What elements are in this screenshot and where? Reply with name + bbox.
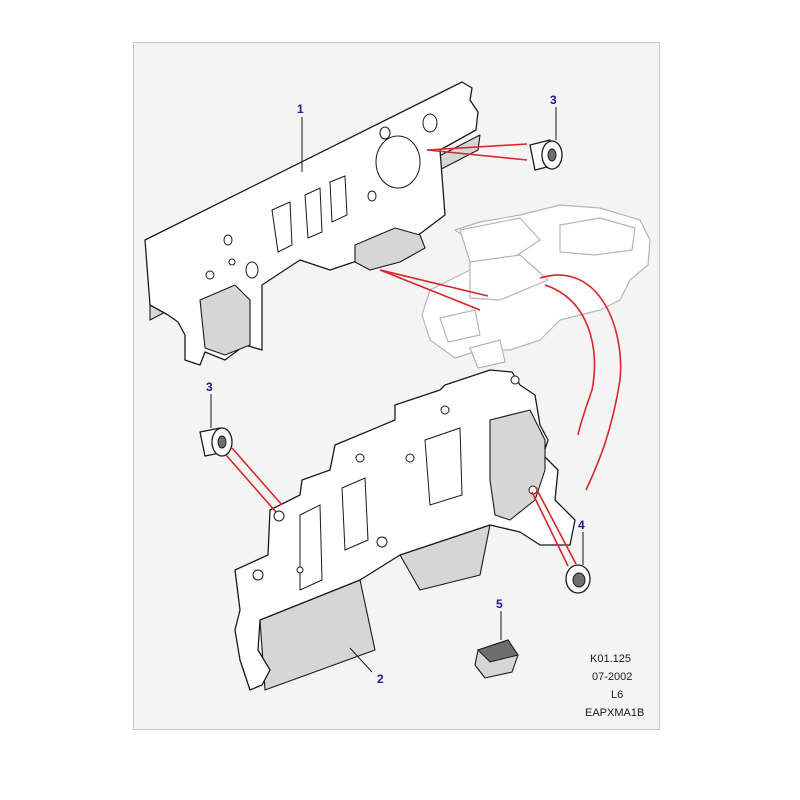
callout-numbers: 1 2 3 3 4 5: [206, 93, 585, 686]
part-4-grommet: [565, 564, 591, 594]
reference-date: 07-2002: [592, 671, 632, 683]
highlight-line: [379, 269, 489, 297]
part-1-cutout: [271, 201, 293, 253]
part-2-fixing-hole: [376, 536, 388, 548]
part-2-cutout: [299, 504, 323, 591]
part-3-clip-upper: [529, 139, 563, 171]
part-1-large-aperture: [375, 135, 421, 189]
highlight-line: [225, 454, 277, 513]
leader-lines: [210, 107, 584, 673]
highlight-line: [426, 149, 528, 161]
vehicle-windscreen: [459, 217, 541, 263]
part-1-aperture-small: [223, 234, 233, 246]
part-1-lower-pocket: [199, 284, 251, 356]
part-2-fixing-hole: [273, 510, 285, 522]
grommet-centre: [572, 572, 586, 588]
reference-model: L6: [611, 689, 623, 701]
part-1-cutout: [329, 175, 348, 223]
part-1-side-tab: [354, 227, 426, 271]
clip-head-centre: [217, 435, 227, 449]
vehicle-grille: [439, 309, 481, 343]
highlight-line: [231, 447, 283, 506]
part-2-fixing-hole: [510, 375, 520, 385]
leader-line-2: [349, 647, 373, 673]
part-1-upper-insulation: [144, 81, 481, 366]
highlight-curve: [539, 274, 622, 491]
part-2-cutout: [341, 477, 369, 551]
highlight-curve: [544, 284, 596, 436]
vehicle-front-wheel: [469, 339, 506, 369]
callout-3-lower: 3: [206, 380, 213, 394]
part-5-pad: [474, 639, 519, 679]
pad-top: [477, 639, 519, 663]
highlight-line: [535, 487, 577, 565]
part-1-aperture-small: [228, 258, 236, 266]
vehicle-location-outline: [421, 204, 651, 369]
reference-code: K01.125: [590, 653, 631, 665]
part-3-clip-lower: [199, 427, 233, 457]
highlight-line: [531, 491, 569, 567]
highlight-line: [426, 143, 528, 151]
reference-illustration-id: EAPXMA1B: [585, 707, 644, 719]
callout-3-upper: 3: [550, 93, 557, 107]
part-2-fixing-hole: [405, 453, 415, 463]
part-1-aperture-small: [367, 190, 377, 202]
part-1-aperture-small: [245, 261, 259, 279]
part-2-fixing-hole: [355, 453, 365, 463]
callout-1: 1: [297, 102, 304, 116]
part-1-aperture-small: [422, 113, 438, 133]
reference-block: K01.125 07-2002 L6 EAPXMA1B: [585, 653, 644, 719]
callout-5: 5: [496, 597, 503, 611]
part-2-lower-insulation: [234, 369, 576, 691]
part-2-fixing-hole: [252, 569, 264, 581]
callout-4: 4: [578, 518, 585, 532]
part-1-cutout: [304, 187, 323, 239]
part-2-fixing-hole: [296, 566, 304, 574]
part-1-aperture-small: [379, 126, 391, 140]
clip-head-centre: [547, 148, 557, 162]
callout-2: 2: [377, 672, 384, 686]
part-2-fixing-hole: [440, 405, 450, 415]
location-highlight-lines: [225, 143, 622, 567]
part-2-cutout: [424, 427, 463, 506]
vehicle-side-windows: [559, 217, 636, 256]
highlight-line: [379, 269, 481, 311]
part-1-aperture-small: [205, 270, 215, 280]
